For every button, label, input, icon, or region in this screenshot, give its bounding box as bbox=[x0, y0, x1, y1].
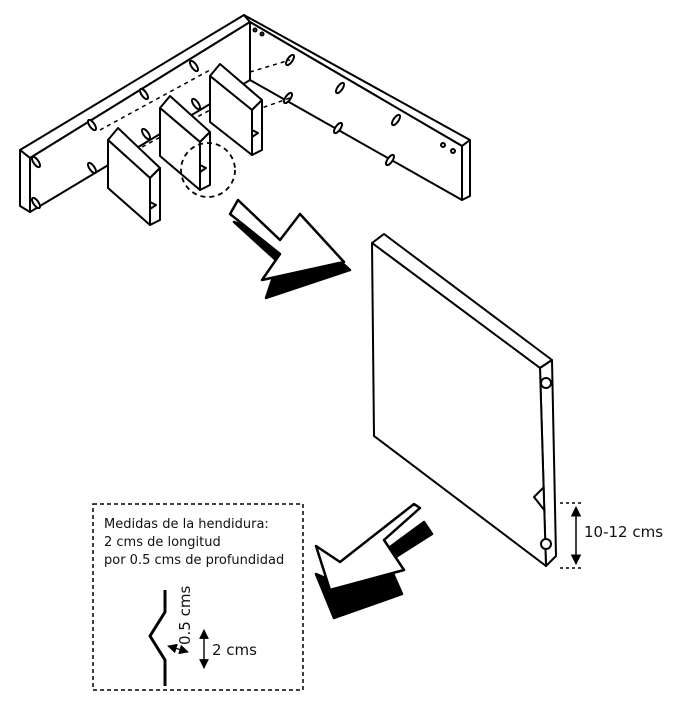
measurement-note-box bbox=[92, 503, 304, 691]
dimension-marker bbox=[560, 502, 584, 569]
note-line-1: Medidas de la hendidura: bbox=[104, 517, 269, 532]
shelf-1 bbox=[107, 127, 161, 226]
depth-label: 0.5 cms bbox=[176, 586, 194, 645]
right-side-panel bbox=[243, 14, 471, 201]
detail-highlight-circle bbox=[180, 142, 236, 198]
notch-dimension-arrows bbox=[167, 629, 209, 669]
length-label: 2 cms bbox=[212, 641, 257, 659]
dimension-label: 10-12 cms bbox=[584, 523, 663, 541]
shelves bbox=[107, 63, 263, 226]
notch-profile bbox=[148, 590, 167, 686]
note-line-2: 2 cms de longitud bbox=[104, 535, 221, 550]
shelf-2 bbox=[159, 95, 211, 191]
arrow-down-right-icon bbox=[228, 198, 352, 300]
note-line-3: por 0.5 cms de profundidad bbox=[104, 553, 284, 568]
shelf-panel-detail bbox=[371, 233, 557, 567]
dowel-pins bbox=[30, 27, 456, 210]
arrow-down-left-icon bbox=[314, 502, 434, 620]
shelf-3 bbox=[209, 63, 263, 156]
